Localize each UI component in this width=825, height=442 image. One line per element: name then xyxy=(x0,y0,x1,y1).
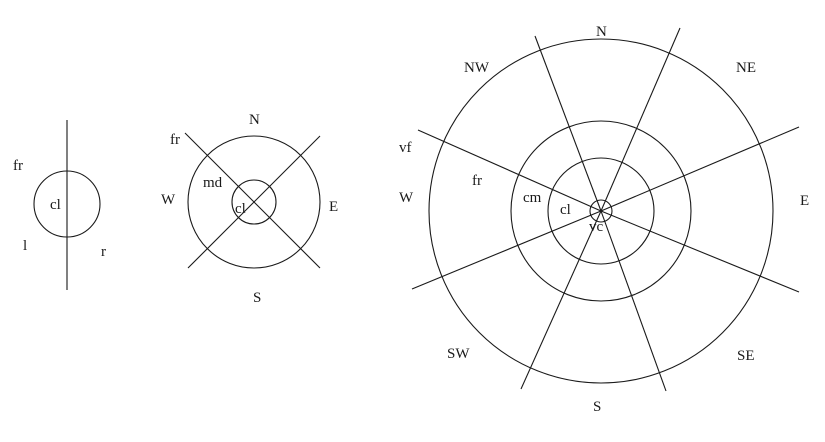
inner-ring xyxy=(231,179,277,225)
label-SE: SE xyxy=(737,348,755,364)
four-sector-diagram: fr N md W cl E S xyxy=(161,112,338,306)
center-ring xyxy=(589,199,613,223)
ray-west-south-west xyxy=(411,210,602,290)
label-E: E xyxy=(329,199,338,215)
label-W: W xyxy=(161,192,176,208)
label-vf: vf xyxy=(399,140,412,156)
label-cm: cm xyxy=(523,190,542,206)
label-NE: NE xyxy=(736,60,756,76)
outer-ring xyxy=(428,38,774,384)
outer-ring xyxy=(187,135,321,269)
label-fr: fr xyxy=(170,132,180,148)
label-fr: fr xyxy=(13,158,23,174)
label-l: l xyxy=(23,238,27,254)
ray-north-north-east xyxy=(600,27,681,212)
label-N: N xyxy=(596,24,607,40)
diagonal-nw-se xyxy=(184,132,321,269)
label-W: W xyxy=(399,190,414,206)
label-S: S xyxy=(593,399,601,415)
two-region-diagram: fr cl l r xyxy=(13,120,106,290)
label-NW: NW xyxy=(464,60,490,76)
inner-ring xyxy=(547,157,655,265)
label-cl: cl xyxy=(50,197,61,213)
ray-east-south-east xyxy=(600,210,800,293)
label-N: N xyxy=(249,112,260,128)
label-fr: fr xyxy=(472,173,482,189)
ray-west-north-west xyxy=(417,129,602,212)
label-vc: vc xyxy=(589,219,604,235)
label-r: r xyxy=(101,244,106,260)
diagonal-ne-sw xyxy=(187,135,321,269)
label-E: E xyxy=(800,193,809,209)
eight-sector-diagram: N NW NE vf fr W cm cl vc E SW SE S xyxy=(399,24,809,415)
ray-east-north-east xyxy=(600,126,800,212)
label-md: md xyxy=(203,175,223,191)
label-cl: cl xyxy=(235,201,246,217)
ray-south-south-east xyxy=(600,210,667,392)
ray-north-north-west xyxy=(534,35,602,212)
ray-south-south-west xyxy=(520,210,602,390)
label-S: S xyxy=(253,290,261,306)
middle-ring xyxy=(510,120,692,302)
label-SW: SW xyxy=(447,346,470,362)
label-cl: cl xyxy=(560,202,571,218)
